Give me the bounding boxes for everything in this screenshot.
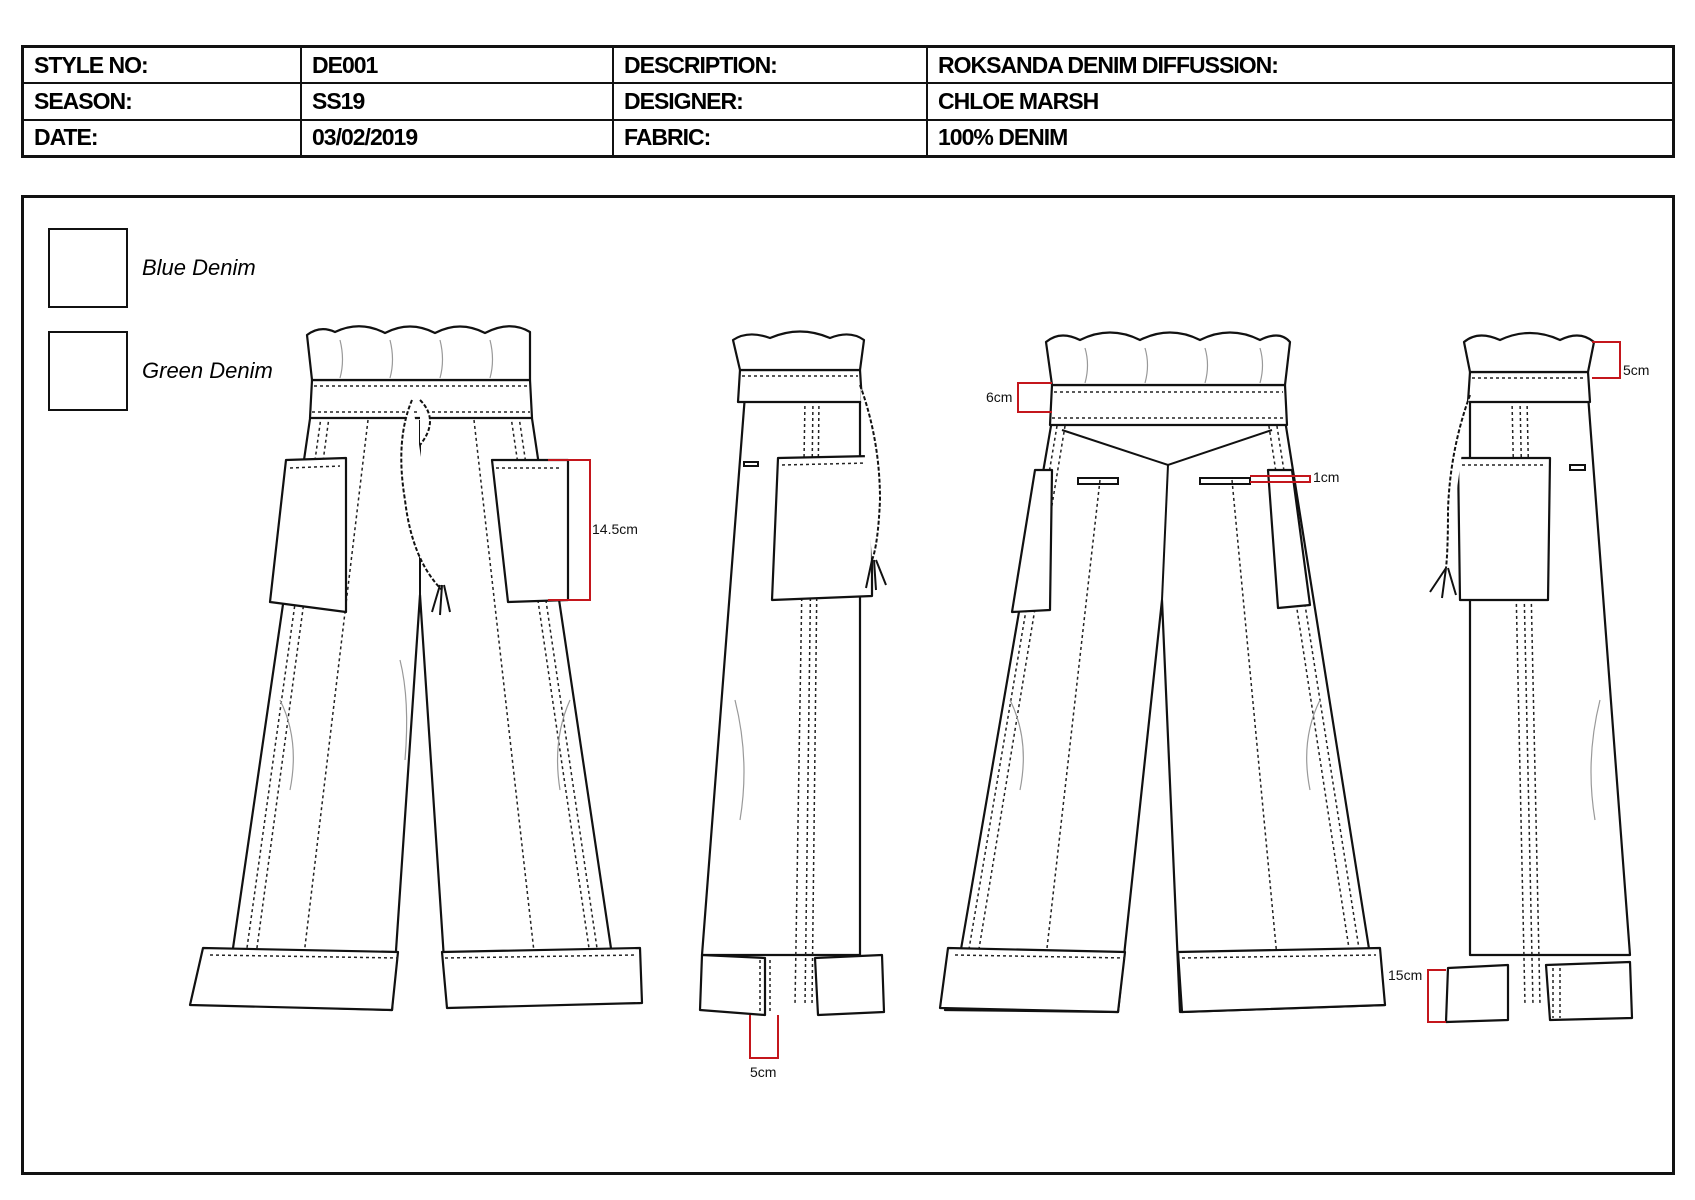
- fabric-value: 100% DENIM: [926, 118, 1675, 158]
- side-view-left-sketch: 5cm: [698, 330, 887, 1080]
- swatch-label: Green Denim: [142, 358, 273, 383]
- header-row-date: DATE: 03/02/2019 FABRIC: 100% DENIM: [21, 118, 1675, 158]
- fabric-label: FABRIC:: [612, 118, 928, 158]
- date-label: DATE:: [21, 118, 302, 158]
- front-pocket-dimension: 14.5cm: [592, 521, 638, 537]
- designer-value: CHLOE MARSH: [926, 82, 1675, 121]
- style-no-value: DE001: [300, 45, 614, 85]
- side-hem-dimension: 15cm: [1388, 967, 1422, 983]
- header-row-style: STYLE NO: DE001 DESCRIPTION: ROKSANDA DE…: [21, 45, 1675, 85]
- spec-header-table: STYLE NO: DE001 DESCRIPTION: ROKSANDA DE…: [21, 45, 1675, 158]
- swatch-blue-denim: Blue Denim: [48, 228, 256, 308]
- front-view-sketch: 14.5cm: [188, 325, 644, 1012]
- style-no-label: STYLE NO:: [21, 45, 302, 85]
- swatch-green-denim: Green Denim: [48, 331, 273, 411]
- season-label: SEASON:: [21, 82, 302, 121]
- swatch-label: Blue Denim: [142, 255, 256, 280]
- swatch-box: [48, 228, 128, 308]
- back-welt-dimension: 1cm: [1313, 469, 1339, 485]
- header-row-season: SEASON: SS19 DESIGNER: CHLOE MARSH: [21, 82, 1675, 121]
- technical-drawing-sheet: [21, 195, 1675, 1175]
- season-value: SS19: [300, 82, 614, 121]
- description-label: DESCRIPTION:: [612, 45, 928, 85]
- description-value: ROKSANDA DENIM DIFFUSSION:: [926, 45, 1675, 85]
- side-frill-dimension: 5cm: [1623, 362, 1649, 378]
- designer-label: DESIGNER:: [612, 82, 928, 121]
- side-cuff-dimension: 5cm: [750, 1064, 776, 1080]
- back-waistband-dimension: 6cm: [986, 389, 1012, 405]
- side-view-right-sketch: 5cm 15cm: [1388, 331, 1649, 1024]
- back-view-sketch: 6cm 1cm: [938, 331, 1387, 1014]
- swatch-box: [48, 331, 128, 411]
- date-value: 03/02/2019: [300, 118, 614, 158]
